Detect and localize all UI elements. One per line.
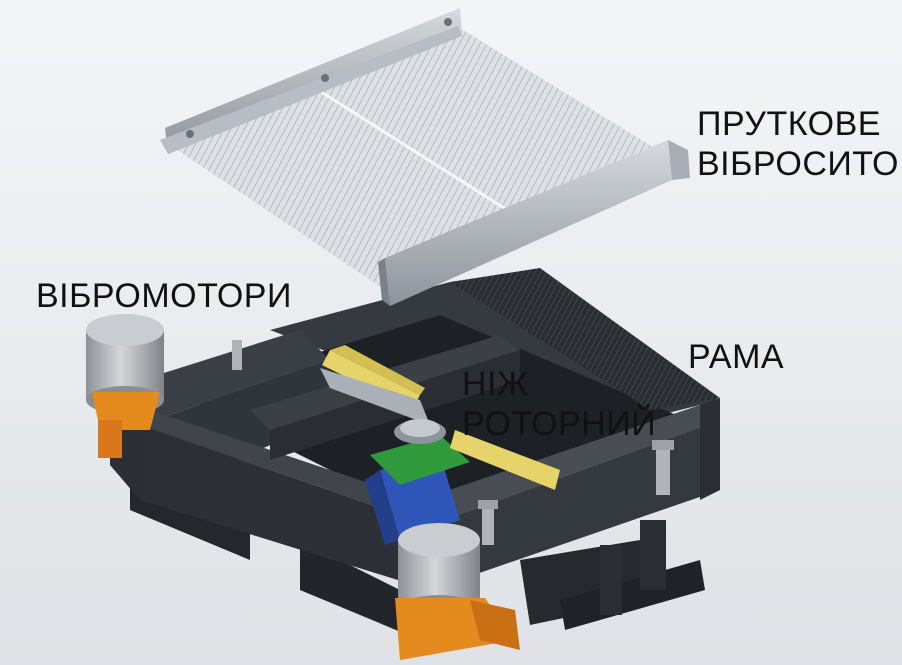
bar-vibrating-screen — [160, 8, 690, 306]
label-rotor-knife: НІЖ РОТОРНИЙ — [462, 364, 656, 444]
label-screen-line-1: ПРУТКОВЕ — [697, 105, 881, 143]
label-vibration-motors: ВІБРОМОТОРИ — [36, 277, 292, 315]
label-frame: РАМА — [688, 338, 785, 376]
frame — [110, 268, 720, 640]
vibration-motor-front — [395, 523, 520, 660]
rotor-knife-assembly — [320, 345, 560, 545]
label-screen-line-2: ВІБРОСИТО — [697, 145, 899, 183]
label-knife-line-1: НІЖ — [462, 365, 529, 403]
label-knife-line-2: РОТОРНИЙ — [462, 405, 657, 443]
label-bar-vibrating-screen: ПРУТКОВЕ ВІБРОСИТО — [697, 104, 899, 184]
vibration-motor-left — [86, 314, 164, 458]
